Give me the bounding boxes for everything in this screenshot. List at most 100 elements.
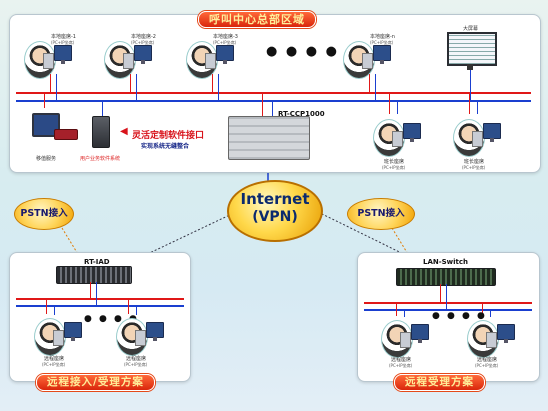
drop bbox=[369, 74, 370, 92]
drop bbox=[128, 298, 129, 314]
big-screen-label: 大屏幕 bbox=[463, 26, 479, 32]
remote-left-agent-1-sub: (PC+IP坐席) bbox=[42, 362, 66, 367]
drop bbox=[102, 100, 103, 118]
drop bbox=[397, 100, 398, 114]
drop bbox=[389, 92, 390, 114]
vpn-label: (VPN) bbox=[252, 209, 298, 225]
top-agent-2-label: 本地座席-2 bbox=[131, 34, 156, 40]
drop bbox=[136, 74, 137, 100]
arrow-left-icon: ◀ bbox=[120, 126, 128, 137]
drop bbox=[218, 74, 219, 100]
mid-agent-2-label: 班长座席 bbox=[464, 159, 485, 165]
pc-tower-icon bbox=[43, 53, 54, 69]
drop bbox=[50, 74, 51, 92]
remote-left-agent-2-label: 远程座席 bbox=[126, 356, 147, 362]
drop bbox=[212, 74, 213, 92]
top-bus-red bbox=[16, 92, 531, 94]
drop bbox=[56, 74, 57, 100]
right-ellipsis: ● ● ● ● bbox=[432, 311, 487, 321]
remote-left-agent-2-sub: (PC+IP坐席) bbox=[124, 362, 148, 367]
interface-text: 灵活定制软件接口 bbox=[132, 131, 205, 141]
pstn-left-label: PSTN接入 bbox=[20, 208, 68, 219]
pc-tower-icon bbox=[135, 330, 146, 346]
big-screen-stand bbox=[467, 64, 473, 70]
pc-tower-icon bbox=[123, 53, 134, 69]
right-bus-blue bbox=[364, 309, 532, 311]
drop bbox=[96, 282, 97, 305]
remote-right-agent-1-label: 远程座席 bbox=[391, 357, 412, 363]
drop bbox=[440, 284, 441, 302]
top-agent-n-sub: (PC+IP坐席) bbox=[370, 40, 394, 45]
remote-right-agent-2-sub: (PC+IP坐席) bbox=[475, 363, 499, 368]
drop bbox=[477, 100, 478, 114]
pc-tower-icon bbox=[392, 131, 403, 147]
drop bbox=[470, 70, 471, 100]
hq-title: 呼叫中心总部区域 bbox=[198, 11, 316, 28]
pc-tower-icon bbox=[53, 330, 64, 346]
mid-agent-1-sub: (PC+IP坐席) bbox=[382, 165, 406, 170]
drop bbox=[136, 305, 137, 315]
lan-switch-label: LAN-Switch bbox=[423, 258, 469, 266]
drop bbox=[262, 92, 263, 116]
remote-service-title: 远程受理方案 bbox=[394, 374, 485, 391]
monitor-icon bbox=[497, 324, 515, 343]
left-ellipsis: ● ● ● ● bbox=[84, 314, 139, 324]
top-agent-1-sub: (PC+IP坐席) bbox=[51, 40, 75, 45]
right-bus-red bbox=[364, 302, 532, 304]
drop bbox=[90, 282, 91, 298]
top-agent-1 bbox=[24, 37, 72, 83]
drop bbox=[396, 302, 397, 316]
drop bbox=[490, 309, 491, 317]
left-bus-red bbox=[16, 298, 184, 300]
drop bbox=[446, 284, 447, 309]
drop bbox=[272, 100, 273, 116]
pc-tower-icon bbox=[486, 332, 497, 348]
top-agent-n-label: 本地座席-n bbox=[370, 34, 395, 40]
mid-agent-2-sub: (PC+IP坐席) bbox=[462, 165, 486, 170]
iad-device-icon bbox=[56, 266, 132, 284]
top-agent-3-label: 本地座席-3 bbox=[213, 34, 238, 40]
top-agent-n bbox=[343, 37, 391, 83]
monitor-icon bbox=[54, 45, 72, 64]
top-agent-2-sub: (PC+IP坐席) bbox=[131, 40, 155, 45]
ccp-label: RT-CCP1000 bbox=[278, 110, 325, 118]
user-system-server-icon bbox=[92, 116, 110, 148]
interface-subtext: 实现系统无缝整合 bbox=[141, 143, 190, 150]
drop bbox=[404, 309, 405, 317]
phone-service-pc-icon bbox=[32, 113, 60, 137]
pstn-left: PSTN接入 bbox=[14, 198, 74, 230]
remote-right-agent-1-sub: (PC+IP坐席) bbox=[389, 363, 413, 368]
left-bus-blue bbox=[16, 305, 184, 307]
user-system-label: 用户业务软件系统 bbox=[80, 156, 121, 162]
pc-tower-icon bbox=[362, 53, 373, 69]
link-pstn-right bbox=[391, 227, 415, 265]
mid-agent-1 bbox=[373, 115, 421, 161]
phone-service-label: 移值服务 bbox=[36, 156, 57, 162]
internet-label: Internet bbox=[240, 190, 310, 208]
monitor-icon bbox=[134, 45, 152, 64]
big-screen-icon bbox=[447, 32, 497, 66]
drop bbox=[46, 298, 47, 314]
monitor-icon bbox=[483, 123, 501, 142]
top-agent-1-label: 本地座席-1 bbox=[51, 34, 76, 40]
monitor-icon bbox=[411, 324, 429, 343]
monitor-icon bbox=[64, 322, 82, 341]
remote-right-agent-2-label: 远程座席 bbox=[477, 357, 498, 363]
top-agent-3-sub: (PC+IP坐席) bbox=[213, 40, 237, 45]
drop bbox=[469, 92, 470, 114]
monitor-icon bbox=[403, 123, 421, 142]
internet-cloud: Internet (VPN) bbox=[227, 180, 323, 242]
drop bbox=[482, 302, 483, 316]
mid-agent-2 bbox=[453, 115, 501, 161]
remote-left-agent-1 bbox=[34, 314, 82, 360]
top-ellipsis: ● ● ● ● ● bbox=[266, 44, 359, 59]
pc-tower-icon bbox=[472, 131, 483, 147]
remote-right-agent-1 bbox=[381, 316, 429, 362]
drop bbox=[130, 74, 131, 92]
pc-tower-icon bbox=[205, 53, 216, 69]
top-bus-blue bbox=[16, 100, 531, 102]
pc-tower-icon bbox=[400, 332, 411, 348]
pstn-right-label: PSTN接入 bbox=[357, 208, 405, 219]
remote-left-agent-2 bbox=[116, 314, 164, 360]
remote-access-title: 远程接入/受理方案 bbox=[36, 374, 155, 391]
